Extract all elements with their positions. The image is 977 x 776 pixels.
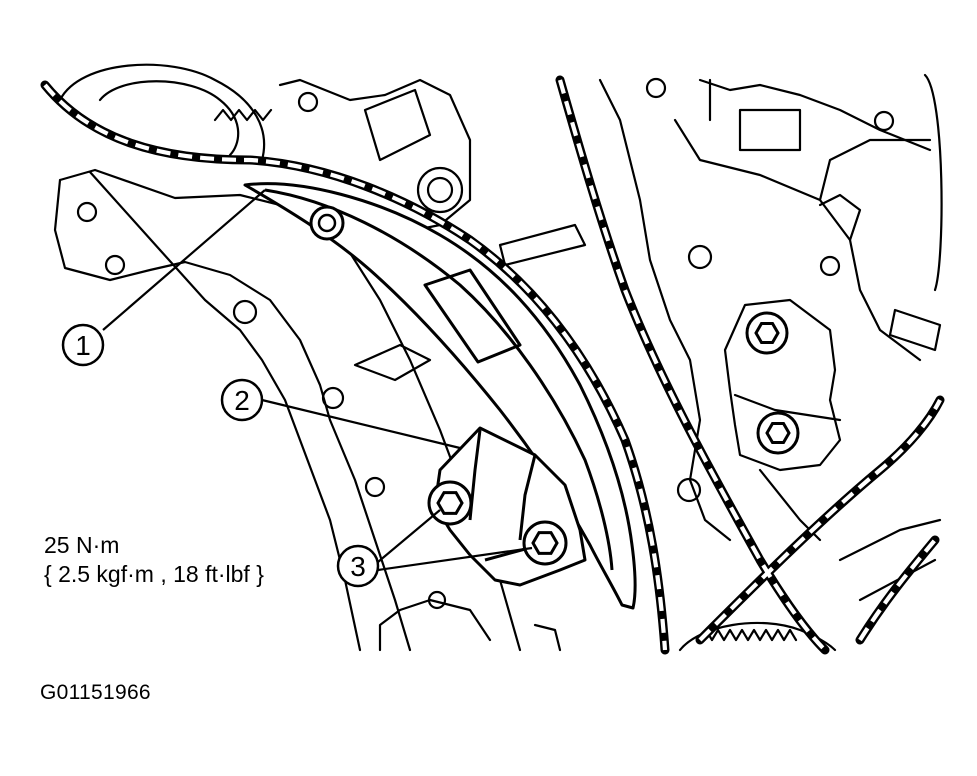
upper-sprocket-teeth [213, 108, 273, 122]
housing-hole [297, 91, 319, 113]
tensioner-arm-rib [264, 188, 614, 571]
hex-head-icon [531, 531, 559, 555]
callout-circle-2 [220, 378, 264, 422]
timing-chain-far-right [855, 535, 940, 645]
housing-hole [819, 255, 841, 277]
lower-sprocket-teeth [698, 628, 798, 642]
leader-line-3a [377, 509, 441, 563]
callout-number-2: 2 [234, 385, 250, 416]
lower-housing [378, 598, 562, 652]
housing-hole [873, 110, 895, 132]
right-tensioner-block [723, 298, 842, 472]
tensioner-arm-slot [423, 268, 522, 364]
housing-hole [321, 386, 345, 410]
leader-line-1 [102, 189, 266, 331]
housing-hole [232, 299, 258, 325]
callout-circle-3 [336, 544, 380, 588]
engine-housing-inner [88, 170, 362, 652]
housing-hole [76, 201, 98, 223]
housing-hole [676, 477, 702, 503]
torque-spec: 25 N·m { 2.5 kgf·m , 18 ft·lbf } [44, 531, 264, 589]
lower-right-link [838, 518, 942, 602]
right-bracket [818, 193, 862, 242]
figure-id: G01151966 [40, 681, 151, 704]
tensioner-pivot-bolt [309, 205, 345, 241]
callout-number-1: 1 [75, 330, 91, 361]
right-slot [888, 308, 942, 352]
torque-value-metric: 25 N·m [44, 532, 120, 558]
hex-head-icon [436, 491, 464, 515]
right-edge [923, 73, 943, 292]
housing-hole [104, 254, 126, 276]
upper-boss [278, 78, 472, 232]
callout-number-3: 3 [350, 551, 366, 582]
housing-hole [687, 244, 713, 270]
upper-sprocket-inner [98, 80, 240, 157]
housing-hole [364, 476, 386, 498]
guide-rail [353, 223, 587, 382]
upper-bolt-ring-inner [426, 176, 454, 204]
hex-head-icon [765, 422, 791, 444]
upper-bracket [363, 88, 432, 162]
upper-sprocket [58, 63, 266, 162]
right-housing [598, 78, 932, 542]
right-housing-web [673, 118, 932, 362]
leader-line-2 [261, 398, 461, 450]
torque-value-conversions: { 2.5 kgf·m , 18 ft·lbf } [44, 561, 264, 587]
housing-hole [645, 77, 667, 99]
upper-bolt-ring [416, 166, 464, 214]
leader-line-3b [377, 546, 533, 572]
tensioner-pivot-bolt-inner [317, 213, 337, 233]
callout-circle-1 [61, 323, 105, 367]
hex-head-icon [754, 322, 780, 344]
